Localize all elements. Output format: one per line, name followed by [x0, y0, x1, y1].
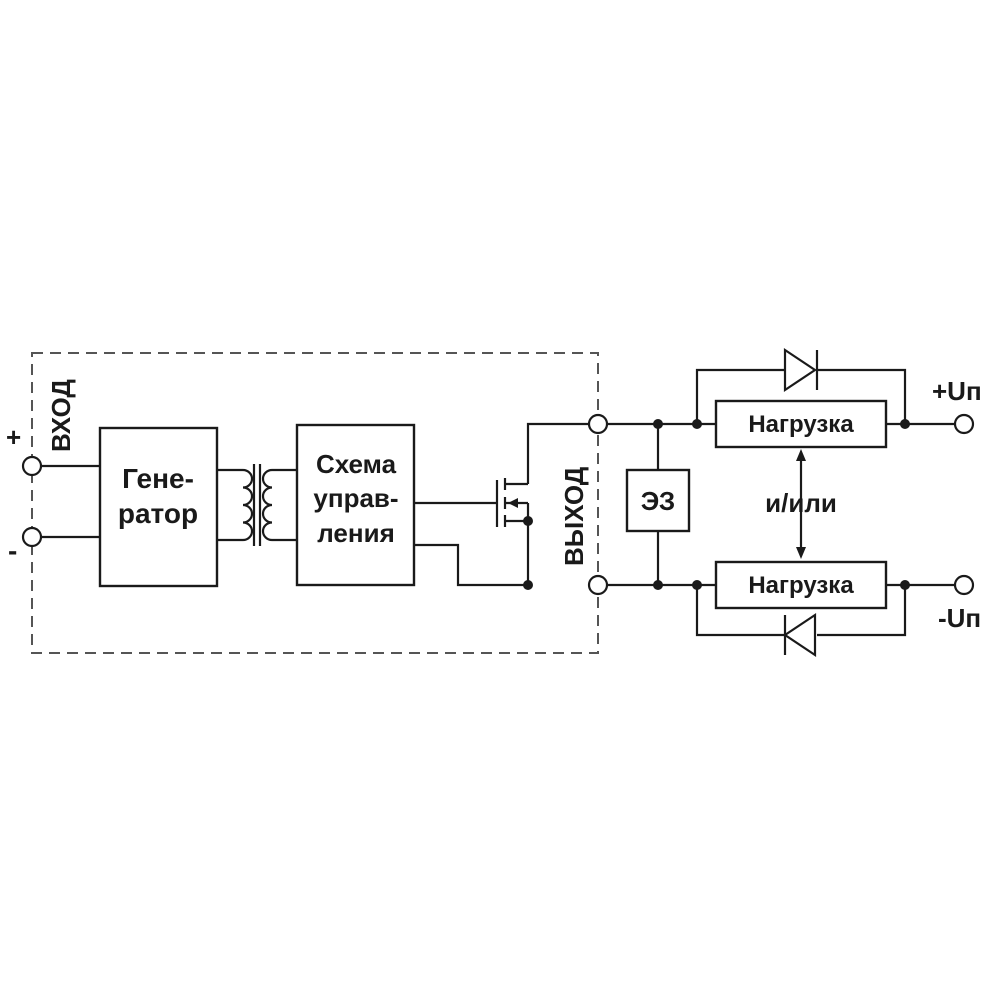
generator-label-line1: Гене-: [122, 463, 194, 494]
minus-supply-terminal: [953, 574, 975, 596]
transformer-symbol: [217, 464, 297, 546]
bottom-diode-symbol: [695, 585, 907, 658]
protection-bottom-node: [653, 580, 663, 590]
input-plus-sign: +: [6, 422, 21, 452]
protection-top-node: [653, 419, 663, 429]
protection-label: ЭЗ: [641, 486, 675, 516]
minus-supply-label: -Uп: [938, 603, 981, 633]
output-label: ВЫХОД: [559, 466, 589, 566]
plus-supply-label: +Uп: [932, 376, 982, 406]
output-top-terminal: [587, 413, 609, 435]
double-arrow: [796, 449, 806, 559]
control-label-line1: Схема: [316, 449, 397, 479]
top-load-block: [714, 399, 888, 449]
control-circuit-block: [295, 423, 416, 587]
mosfet-symbol: [495, 422, 598, 585]
control-return-wire: [414, 543, 530, 587]
plus-supply-terminal: [953, 413, 975, 435]
mosfet-return-node: [523, 580, 533, 590]
mosfet-source-node: [523, 516, 533, 526]
control-label-line2: управ-: [313, 483, 398, 513]
control-label-line3: ления: [317, 518, 395, 548]
input-label: ВХОД: [46, 379, 76, 452]
bottom-load-label: Нагрузка: [748, 572, 854, 599]
output-bottom-terminal: [587, 574, 609, 596]
top-load-label: Нагрузка: [748, 411, 854, 438]
bottom-load-block: [714, 560, 888, 610]
protection-element-block: [625, 468, 691, 533]
generator-block: [98, 426, 219, 588]
input-minus-sign: -: [8, 535, 17, 566]
generator-label-line2: ратор: [118, 498, 198, 529]
input-minus-terminal: [21, 526, 43, 548]
top-diode-symbol: [695, 347, 907, 424]
input-plus-terminal: [21, 455, 43, 477]
